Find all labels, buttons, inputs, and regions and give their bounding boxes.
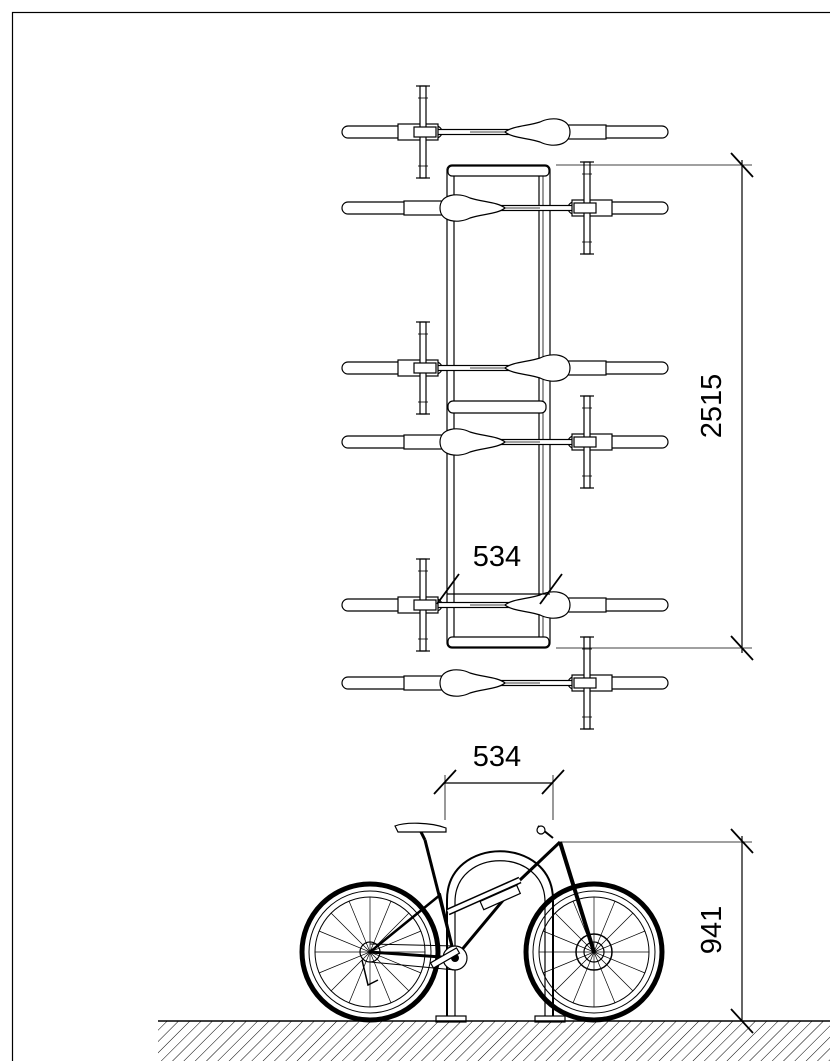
bicycle-top-view-icon (341, 85, 669, 179)
dimension-line-length: 2515 (556, 152, 754, 661)
drawing-frame (11, 11, 830, 1061)
bicycle-side-view-icon (299, 822, 665, 1023)
plan-view: 2515 534 (341, 85, 754, 729)
bicycle-top-view-icon (342, 637, 668, 729)
dimension-line-elevation-width: 534 (433, 741, 565, 820)
dimension-line-plan-width: 534 (436, 541, 563, 605)
elevation-view: 534 941 (158, 741, 830, 1061)
dimension-label-length: 2515 (696, 374, 728, 439)
dimension-label-elevation-width: 534 (473, 741, 521, 773)
dimension-label-height: 941 (696, 906, 728, 954)
dimension-label-plan-width: 534 (473, 541, 521, 573)
dimension-line-height: 941 (560, 828, 754, 1034)
ground-hatch-icon (158, 1020, 830, 1061)
